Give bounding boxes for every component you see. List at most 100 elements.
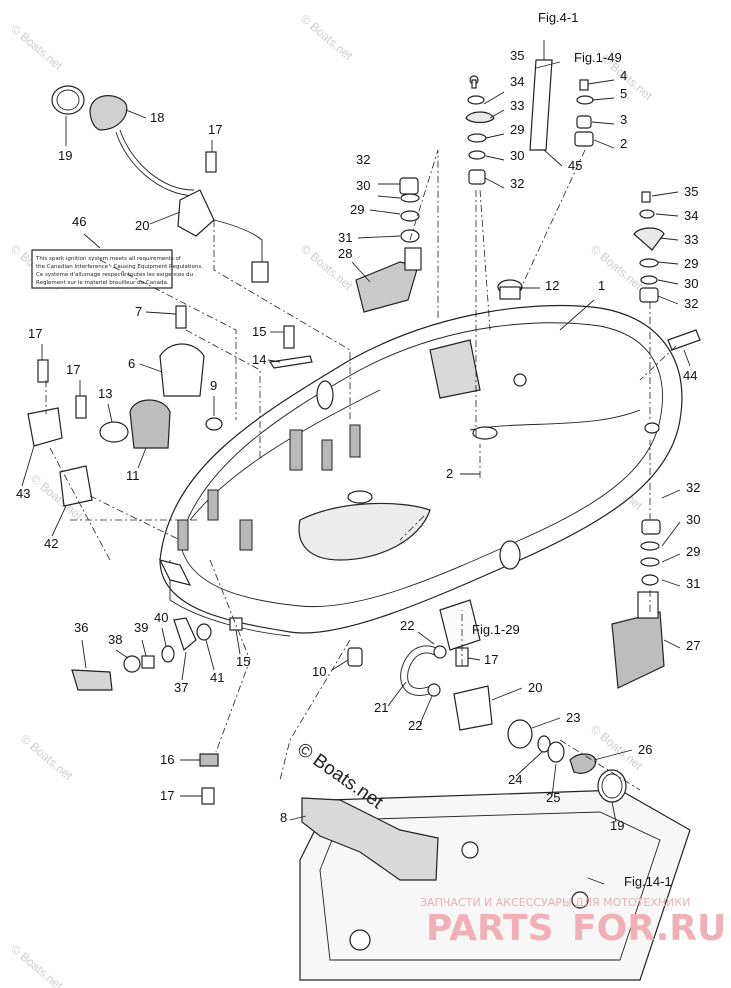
callout-c-31a: 31: [338, 230, 352, 245]
bracket-8: [301, 797, 439, 881]
callout-c-1: 1: [598, 278, 605, 293]
callout-c-29b: 29: [684, 256, 698, 271]
watermark-text: © Boats.net: [588, 242, 646, 294]
right-hardware-stack-a: [574, 79, 594, 147]
callout-c-20b: 20: [528, 680, 542, 695]
plug-assembly-18-19: [51, 85, 195, 197]
notice-label-46: This spark ignition system meets all req…: [31, 249, 203, 289]
callout-c-29d: 29: [686, 544, 700, 559]
callout-c-4: 4: [620, 68, 627, 83]
callout-c-17a: 17: [208, 122, 222, 137]
callout-c-5: 5: [620, 86, 627, 101]
leader-lines: [21, 61, 691, 885]
callout-c-18: 18: [150, 110, 164, 125]
notice-line: the Canadian Interference - Causing Equi…: [36, 264, 203, 270]
watermark-text: © Boats.net: [298, 12, 356, 64]
watermark-text: © Boats.net: [8, 942, 66, 988]
callout-c-36: 36: [74, 620, 88, 635]
notice-line: Reglement sur le materiel brouilleur du …: [36, 280, 169, 286]
callout-c-42: 42: [44, 536, 58, 551]
banner-brand-for: FOR.RU: [572, 908, 726, 949]
callout-c-24: 24: [508, 772, 522, 787]
callout-c-26: 26: [638, 742, 652, 757]
grommet-9: [205, 417, 223, 431]
callout-c-23: 23: [566, 710, 580, 725]
right-hardware-stack-b: [633, 191, 665, 303]
clip-16-bolt-17: [199, 753, 219, 805]
callout-c-37: 37: [174, 680, 188, 695]
callout-c-15a: 15: [252, 324, 266, 339]
callout-c-32b: 32: [684, 296, 698, 311]
callout-c-40: 40: [154, 610, 168, 625]
grommet-12: [497, 279, 523, 300]
lock-lever-parts: [71, 617, 243, 691]
callout-c-22b: 22: [408, 718, 422, 733]
callout-c-33b: 33: [684, 232, 698, 247]
callout-c-27: 27: [686, 638, 700, 653]
callout-c-20a: 20: [135, 218, 149, 233]
figure-ref-r-fig1-49: Fig.1-49: [574, 50, 622, 65]
callout-c-2a: 2: [620, 136, 627, 151]
bolts-left: [37, 151, 217, 419]
callout-c-30a: 30: [510, 148, 524, 163]
callout-c-30c: 30: [356, 178, 370, 193]
callout-c-22a: 22: [400, 618, 414, 633]
valve-11-13: [99, 399, 171, 449]
callout-c-17d: 17: [484, 652, 498, 667]
callout-c-39: 39: [134, 620, 148, 635]
notice-line: This spark ignition system meets all req…: [35, 256, 182, 262]
callout-c-28: 28: [338, 246, 352, 261]
bracket-20-top: [177, 189, 269, 283]
callout-c-32a: 32: [510, 176, 524, 191]
banner-subtitle: ЗАПЧАСТИ И АКСЕССУАРЫ ДЛЯ МОТОТЕХНИКИ: [420, 896, 690, 909]
right-lower-stack: [611, 519, 665, 689]
callout-c-35b: 35: [684, 184, 698, 199]
handle-28: [355, 247, 422, 313]
top-hardware-stack: [465, 40, 553, 185]
callout-c-13: 13: [98, 386, 112, 401]
watermark-text: © Boats.net: [8, 22, 66, 74]
bracket-6-group: [159, 305, 313, 397]
grommet-10: [347, 647, 363, 667]
site-banner: ЗАПЧАСТИ И АКСЕССУАРЫ ДЛЯ МОТОТЕХНИКИ PA…: [420, 896, 726, 949]
callout-c-34a: 34: [510, 74, 524, 89]
callout-c-41: 41: [210, 670, 224, 685]
callout-c-46: 46: [72, 214, 86, 229]
callout-c-9: 9: [210, 378, 217, 393]
callout-c-17e: 17: [160, 788, 174, 803]
callout-c-8: 8: [280, 810, 287, 825]
callout-c-19b: 19: [610, 818, 624, 833]
callout-c-45: 45: [568, 158, 582, 173]
callout-c-32d: 32: [686, 480, 700, 495]
callout-c-17b: 17: [28, 326, 42, 341]
callout-c-32c: 32: [356, 152, 370, 167]
callout-c-44: 44: [683, 368, 697, 383]
lower-right-fittings: [453, 647, 627, 803]
callout-c-25: 25: [546, 790, 560, 805]
watermark-text: © Boats.net: [18, 732, 76, 784]
callout-c-3: 3: [620, 112, 627, 127]
callout-c-7: 7: [135, 304, 142, 319]
callout-c-15b: 15: [236, 654, 250, 669]
bottom-cowling-main-body: [158, 304, 683, 651]
callout-c-6: 6: [128, 356, 135, 371]
callout-c-17c: 17: [66, 362, 80, 377]
callout-c-14: 14: [252, 352, 266, 367]
callout-c-31b: 31: [686, 576, 700, 591]
notice-line: Ce systeme d'allumage respecte toutes le…: [36, 272, 193, 278]
callout-c-43: 43: [16, 486, 30, 501]
callout-c-21: 21: [374, 700, 388, 715]
figure-ref-r-fig4-1: Fig.4-1: [538, 10, 578, 25]
bolt-44: [667, 329, 701, 351]
callout-c-2b: 2: [446, 466, 453, 481]
hose-21-22: [400, 645, 447, 697]
callout-c-11: 11: [126, 468, 140, 483]
callout-c-33a: 33: [510, 98, 524, 113]
figure-ref-r-fig1-29: Fig.1-29: [472, 622, 520, 637]
callout-c-30b: 30: [684, 276, 698, 291]
banner-brand-parts: PARTS: [426, 908, 554, 949]
